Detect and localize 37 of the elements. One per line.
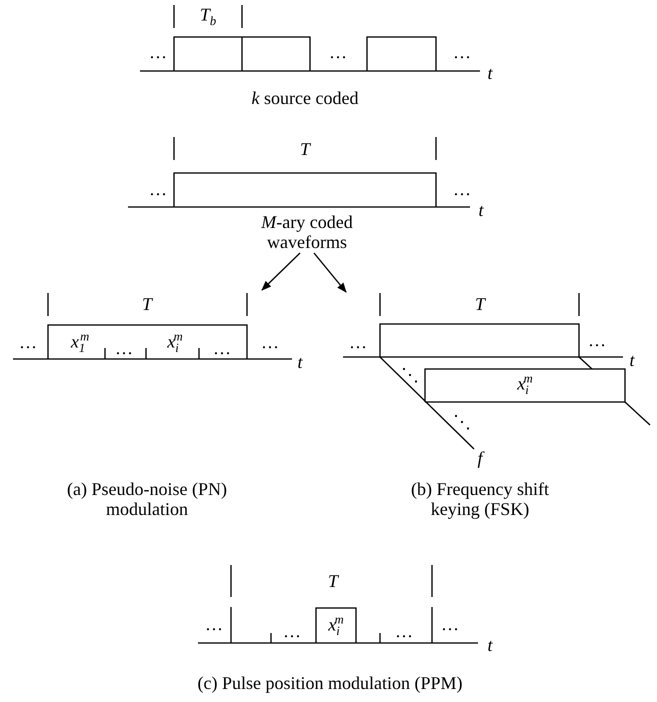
caption: k source coded — [252, 89, 358, 109]
ellipsis: … — [453, 43, 471, 63]
axis-label: t — [478, 201, 484, 221]
ellipsis: … — [349, 333, 367, 353]
caption: (c) Pulse position modulation (PPM) — [198, 674, 462, 694]
axis-label: t — [630, 351, 634, 371]
period-label: T$_{b}$ — [200, 5, 216, 29]
ellipsis: … — [149, 180, 167, 200]
ellipsis: ⋱ — [453, 413, 471, 433]
ellipsis: … — [149, 43, 167, 63]
ellipsis: … — [261, 333, 279, 353]
period-label: T — [142, 295, 152, 315]
waveform-drawing — [13, 293, 292, 360]
caption: (a) Pseudo-noise (PN) modulation — [66, 480, 228, 520]
ellipsis: … — [283, 622, 301, 642]
axis-label: t — [488, 636, 492, 656]
waveform-label: M-ary coded waveforms — [232, 213, 382, 253]
arrow — [314, 252, 347, 293]
period-label: T — [475, 295, 485, 315]
axis-label: t — [488, 64, 492, 84]
ellipsis: … — [441, 615, 459, 635]
ellipsis: … — [588, 331, 606, 351]
axis-label: f — [478, 449, 482, 469]
ellipsis: … — [213, 339, 231, 359]
caption: (b) Frequency shift keying (FSK) — [410, 480, 550, 520]
axis-label: t — [298, 353, 302, 373]
ellipsis: … — [395, 622, 413, 642]
arrow — [261, 252, 300, 291]
period-label: T — [328, 572, 338, 592]
ellipsis: ⋱ — [401, 366, 419, 386]
waveform-drawing — [343, 293, 650, 450]
ellipsis: … — [205, 615, 223, 635]
period-label: T — [300, 140, 310, 160]
ellipsis: … — [115, 339, 133, 359]
ellipsis: … — [329, 43, 347, 63]
ellipsis: … — [19, 333, 37, 353]
ellipsis: … — [453, 180, 471, 200]
